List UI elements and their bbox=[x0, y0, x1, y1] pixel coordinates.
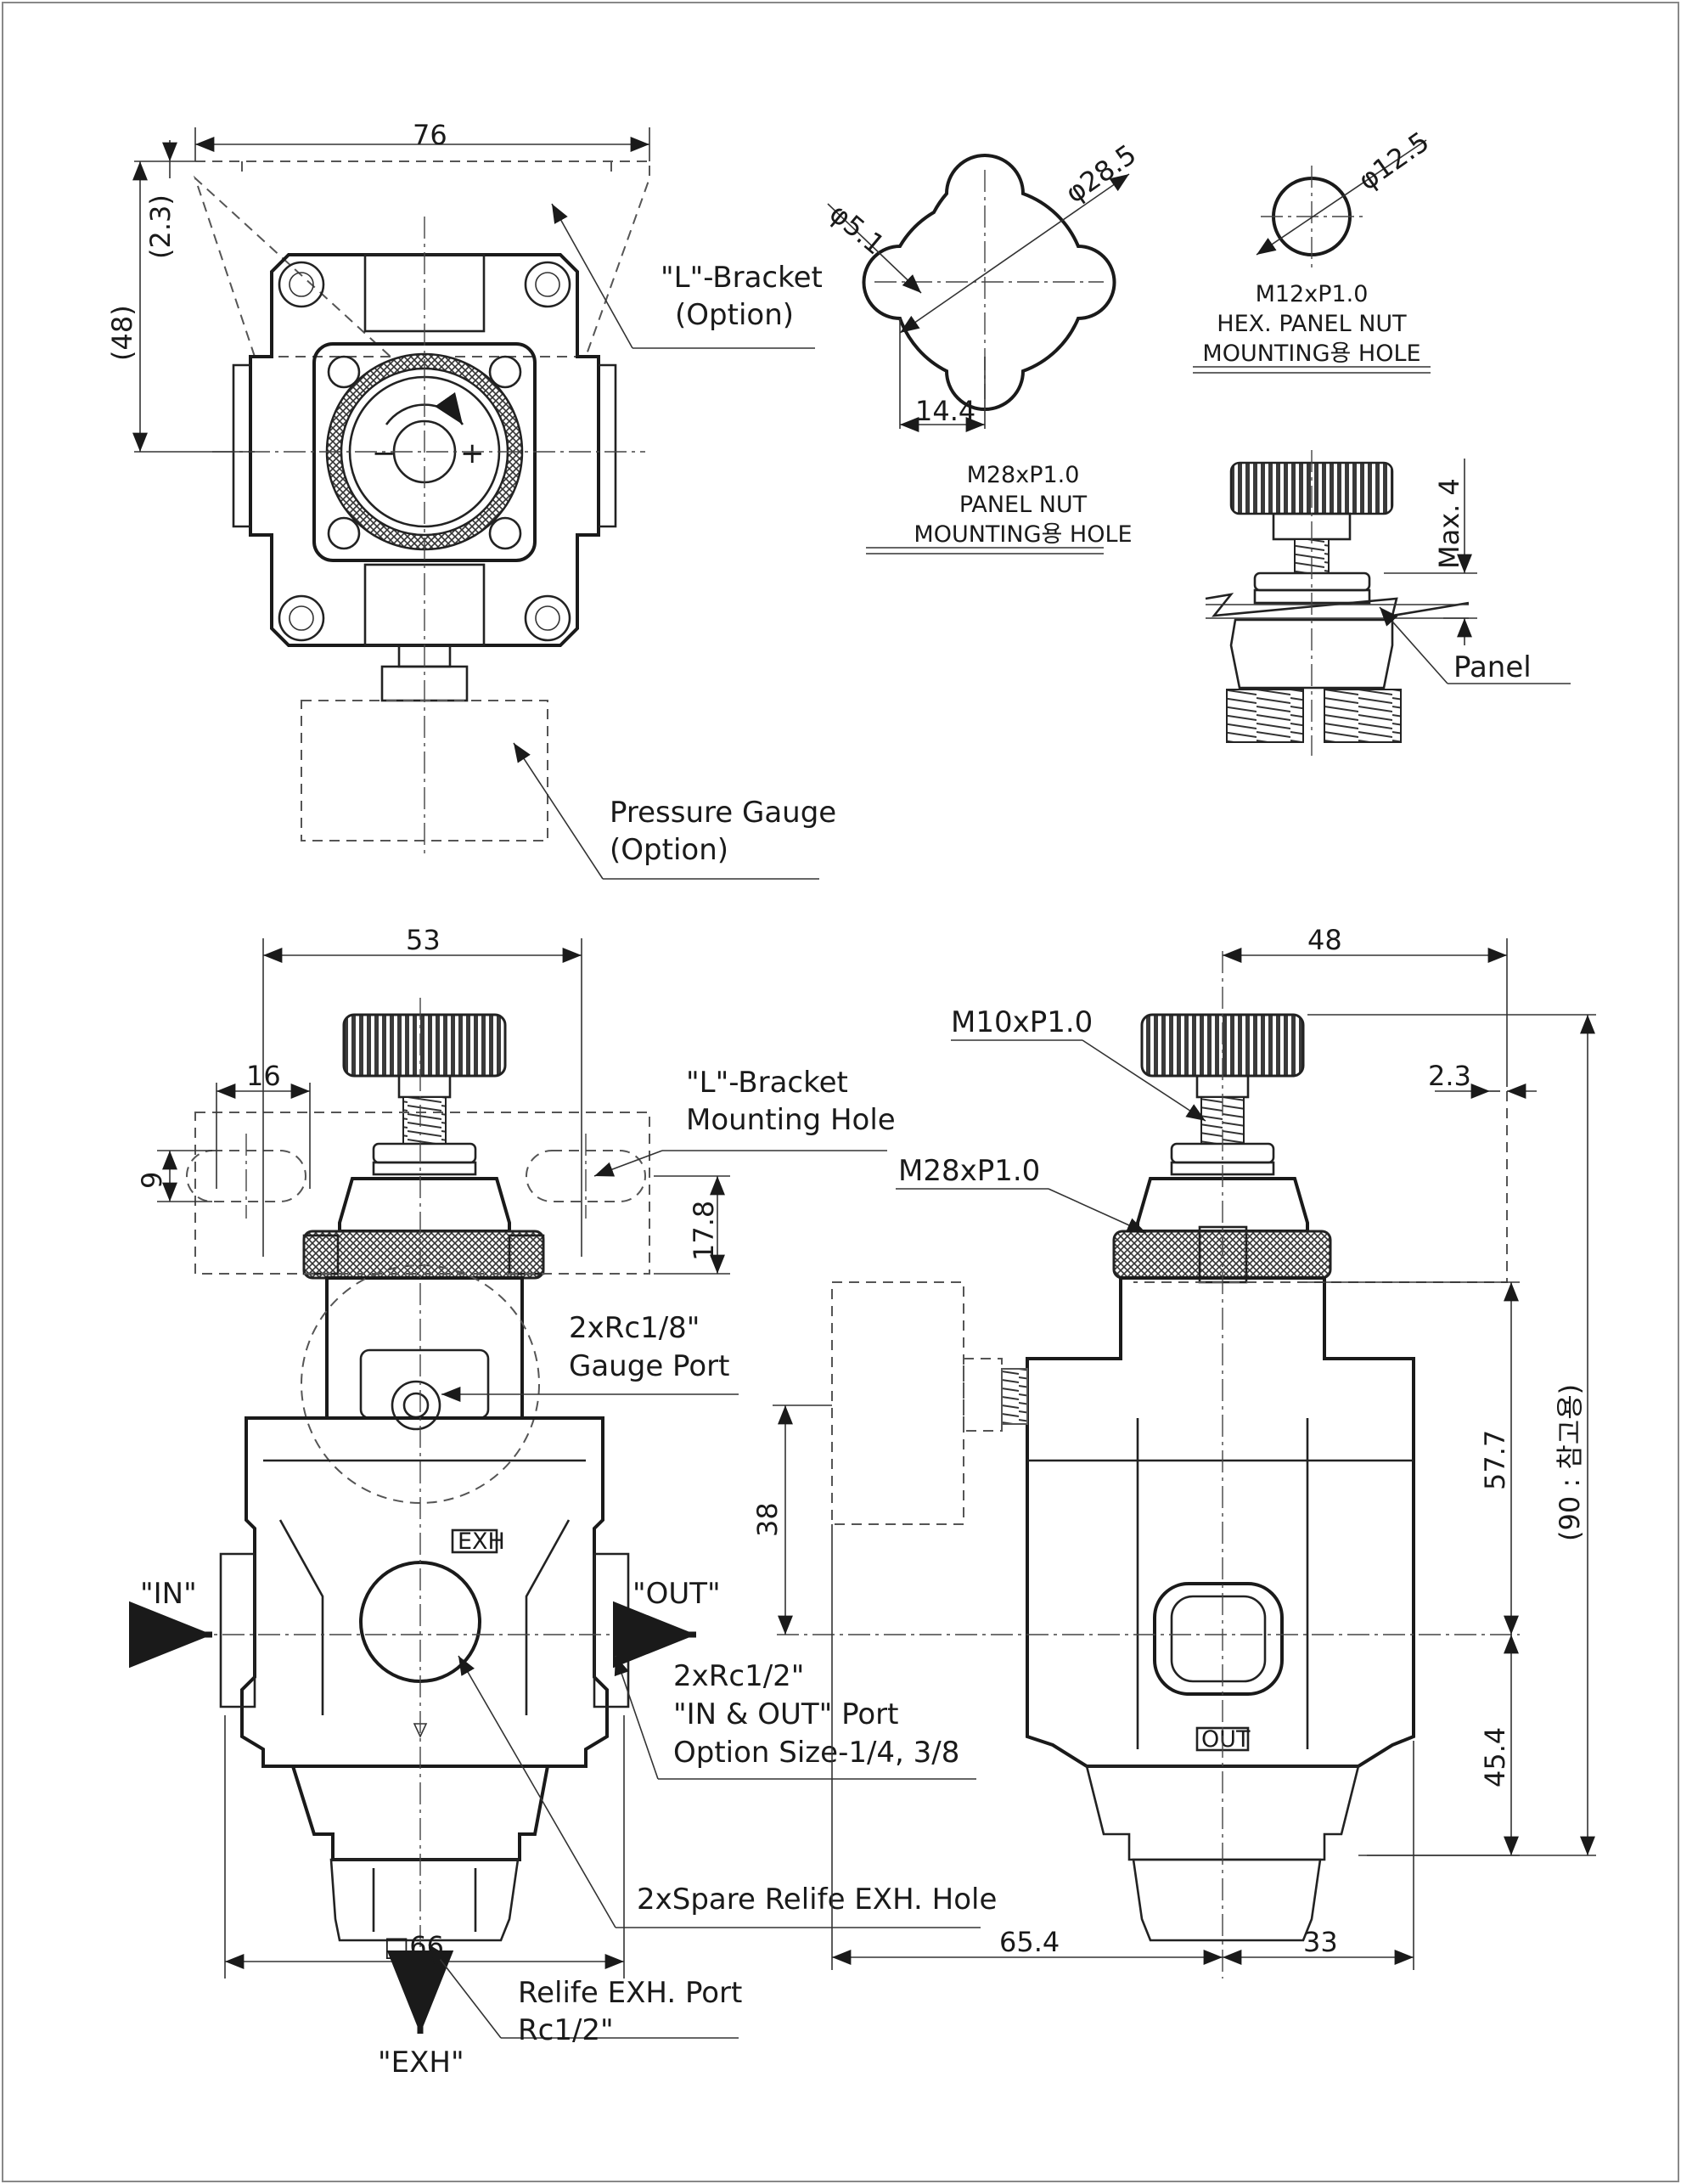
body-mark-exh: EXH bbox=[458, 1528, 505, 1555]
minus-icon: − bbox=[372, 436, 396, 470]
dim-57-7: 57.7 bbox=[1479, 1430, 1511, 1490]
dim-66: □66 bbox=[384, 1930, 444, 1962]
callout-exh-line1: Relife EXH. Port bbox=[518, 1976, 742, 2010]
callout-inout-line2: "IN & OUT" Port bbox=[673, 1697, 899, 1731]
callout-inout-line3: Option Size-1/4, 3/8 bbox=[673, 1736, 959, 1770]
dim-max-4: Max. 4 bbox=[1433, 478, 1465, 569]
dim-9: 9 bbox=[136, 1172, 168, 1189]
dim-48: (48) bbox=[106, 305, 138, 361]
m12-line2: HEX. PANEL NUT bbox=[1217, 311, 1407, 337]
callout-gauge-line2: (Option) bbox=[610, 833, 728, 867]
m28-line2: PANEL NUT bbox=[959, 492, 1088, 518]
dim-48-side: 48 bbox=[1307, 924, 1342, 956]
top-view: − + 76 (2.3) (48) "L"-Bracket (Option) P… bbox=[106, 119, 836, 880]
callout-slot-line1: "L"-Bracket bbox=[686, 1066, 848, 1100]
label-panel: Panel bbox=[1453, 650, 1532, 684]
callout-bracket-line1: "L"-Bracket bbox=[661, 261, 823, 295]
callout-inout-line1: 2xRc1/2" bbox=[673, 1659, 804, 1693]
panel-hole-m12: φ12.5 M12xP1.0 HEX. PANEL NUT MOUNTING용 … bbox=[1193, 125, 1435, 374]
dim-12-5: φ12.5 bbox=[1352, 125, 1435, 196]
label-in: "IN" bbox=[140, 1577, 197, 1611]
panel-mount-detail: Max. 4 Panel bbox=[1205, 450, 1571, 756]
dim-33: 33 bbox=[1303, 1926, 1338, 1958]
m28-line3: MOUNTING용 HOLE bbox=[914, 521, 1132, 548]
label-out: "OUT" bbox=[632, 1577, 721, 1611]
dim-53: 53 bbox=[406, 924, 441, 956]
callout-gauge-line1: Pressure Gauge bbox=[610, 796, 836, 830]
dim-2-3: (2.3) bbox=[144, 194, 177, 259]
callout-slot-line2: Mounting Hole bbox=[686, 1103, 896, 1137]
dim-17-8: 17.8 bbox=[688, 1201, 720, 1261]
dim-2-3-side: 2.3 bbox=[1428, 1060, 1471, 1092]
m28-line1: M28xP1.0 bbox=[967, 462, 1080, 488]
dim-76: 76 bbox=[413, 119, 447, 151]
body-mark-out: OUT bbox=[1201, 1726, 1251, 1753]
dim-16: 16 bbox=[246, 1060, 281, 1092]
dim-14-4: 14.4 bbox=[915, 395, 975, 427]
label-exh: "EXH" bbox=[378, 2046, 464, 2080]
side-view: OUT 48 2.3 38 57.7 45.4 (90 : 참 bbox=[751, 924, 1596, 1979]
dim-65-4: 65.4 bbox=[999, 1926, 1060, 1958]
m12-line1: M12xP1.0 bbox=[1256, 281, 1369, 307]
dim-90: (90 : 참고용) bbox=[1554, 1384, 1586, 1541]
callout-m10: M10xP1.0 bbox=[951, 1005, 1093, 1039]
callout-bracket-line2: (Option) bbox=[675, 298, 794, 332]
callout-spare: 2xSpare Relife EXH. Hole bbox=[637, 1883, 997, 1917]
callout-m28: M28xP1.0 bbox=[898, 1154, 1040, 1188]
callout-gauge-port-line2: Gauge Port bbox=[569, 1349, 729, 1383]
front-view: EXH 53 16 9 17.8 bbox=[129, 924, 997, 2080]
dim-38: 38 bbox=[751, 1502, 784, 1537]
callout-exh-line2: Rc1/2" bbox=[518, 2013, 614, 2047]
m12-line3: MOUNTING용 HOLE bbox=[1202, 341, 1420, 367]
dim-28-5: φ28.5 bbox=[1060, 138, 1142, 209]
dim-45-4: 45.4 bbox=[1479, 1727, 1511, 1787]
screw-icon bbox=[278, 261, 571, 642]
callout-gauge-port-line1: 2xRc1/8" bbox=[569, 1311, 700, 1345]
panel-hole-m28: φ28.5 φ5.1 14.4 M28xP1.0 PANEL NUT MOUNT… bbox=[824, 138, 1142, 554]
plus-icon: + bbox=[460, 436, 485, 470]
